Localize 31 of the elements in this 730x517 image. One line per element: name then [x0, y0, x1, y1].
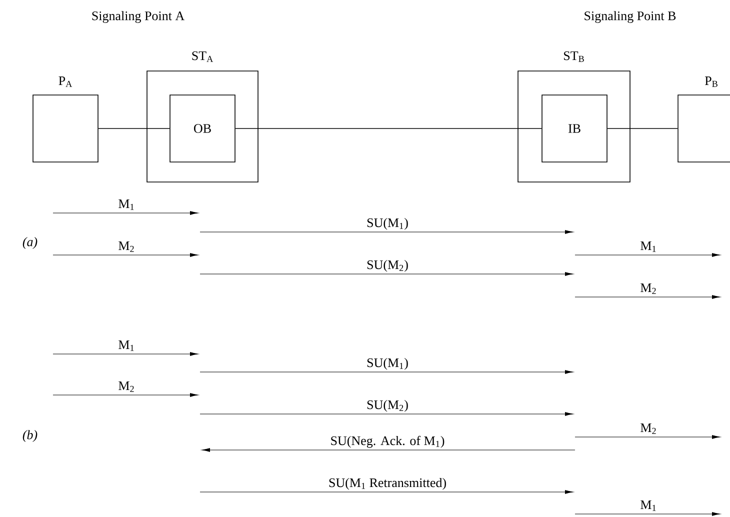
box: IB [542, 94, 608, 162]
box-label: ST$_{B}$ [564, 51, 584, 62]
box [32, 94, 98, 162]
label: (b) [22, 430, 38, 442]
message-label: M$_{1}$ [118, 340, 134, 351]
box-label: P$_{B}$ [704, 76, 718, 87]
message-label: SU(M$_{2}$) [367, 400, 408, 412]
message-label: SU(Neg. Ack. of M$_{1}$) [331, 436, 444, 448]
label: Signaling Point B [584, 11, 676, 23]
box [678, 94, 730, 162]
box: OB [170, 94, 236, 162]
message-label: M$_{2}$ [118, 382, 134, 392]
connector-line [98, 128, 170, 129]
connector-line [607, 128, 678, 129]
message-label: M$_{1}$ [118, 200, 134, 210]
message-label: M$_{2}$ [118, 242, 134, 252]
box [518, 70, 630, 182]
message-label: SU(M$_{2}$) [367, 260, 408, 272]
message-label: M$_{2}$ [640, 424, 656, 434]
connector-line [235, 128, 542, 129]
message-label: M$_{1}$ [640, 242, 656, 252]
box [146, 70, 258, 182]
label: (a) [22, 237, 38, 249]
message-label: SU(M$_{1}$ Retransmitted) [329, 478, 446, 490]
message-label: M$_{2}$ [640, 284, 656, 294]
label: Signaling Point A [92, 11, 185, 23]
message-label: SU(M$_{1}$) [367, 218, 408, 230]
message-label: SU(M$_{1}$) [367, 358, 408, 370]
box-label: ST$_{A}$ [192, 51, 214, 62]
message-label: M$_{1}$ [640, 500, 656, 511]
box-label: P$_{A}$ [58, 76, 72, 87]
